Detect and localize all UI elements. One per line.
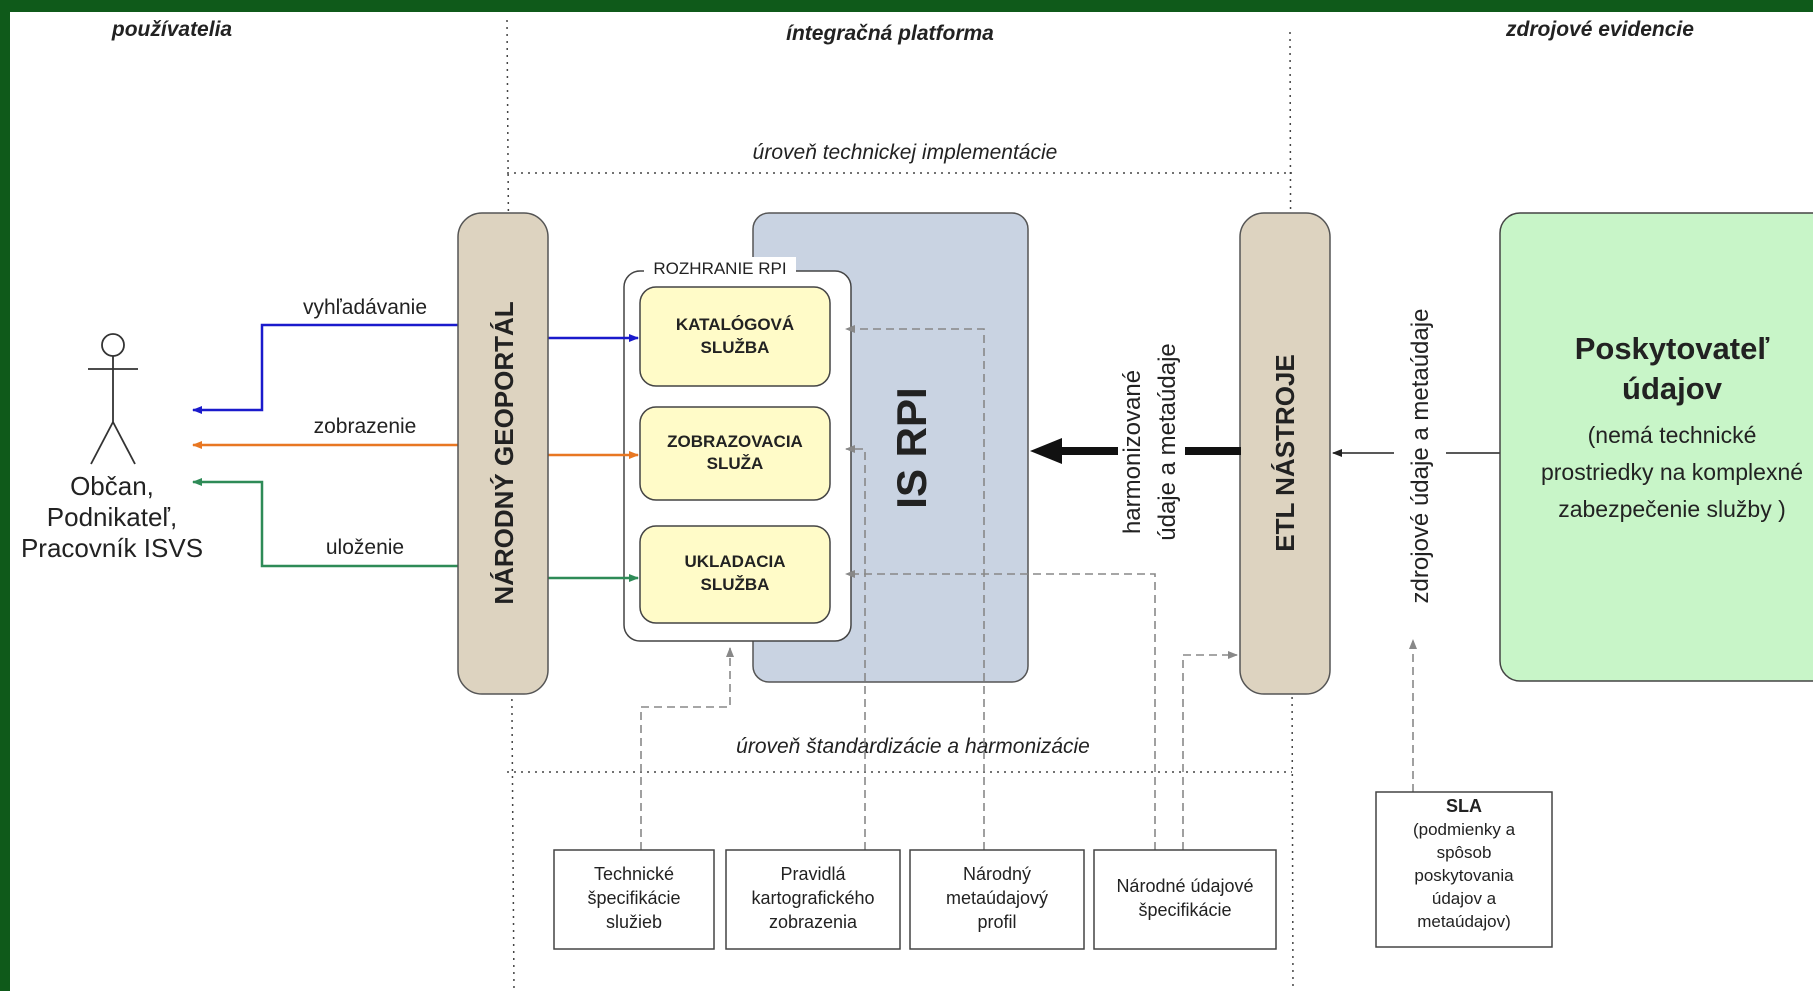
standard-metadata-1: Národný <box>963 864 1031 884</box>
sla-line-5: metaúdajov) <box>1417 912 1511 931</box>
view-service-line2: SLUŽA <box>707 454 764 473</box>
provider-note-3: zabezpečenie služby ) <box>1558 496 1786 522</box>
catalog-service-box <box>639 286 831 387</box>
standard-box-data-spec <box>1093 849 1277 950</box>
harmonized-label-1: harmonizované <box>1119 370 1146 534</box>
source-data-label: zdrojové údaje a metaúdaje <box>1407 309 1434 604</box>
column-separator-right <box>1289 31 1294 991</box>
provider-title-2: údajov <box>1622 371 1723 406</box>
connector-tech-spec <box>640 647 734 850</box>
flow-store-label: uloženie <box>326 536 404 559</box>
view-service-box <box>639 406 831 501</box>
interface-label-bg <box>644 257 796 279</box>
provider-note-2: prostriedky na komplexné <box>1541 459 1803 485</box>
store-service-line1: UKLADACIA <box>684 552 785 571</box>
provider-box <box>1499 212 1813 682</box>
actor-label-3: Pracovník ISVS <box>21 533 203 563</box>
store-service-line2: SLUŽBA <box>701 575 770 594</box>
standard-data-spec-1: Národné údajové <box>1116 876 1253 896</box>
sla-line-1: (podmienky a <box>1413 820 1516 839</box>
diagram-canvas: používatelia íntegračná platforma zdrojo… <box>10 12 1813 991</box>
sla-line-2: spôsob <box>1437 843 1492 862</box>
connector-data-spec-b <box>1182 651 1238 850</box>
sla-box <box>1375 791 1553 948</box>
level-standard-label: úroveň štandardizácie a harmonizácie <box>736 735 1090 758</box>
harmonized-label-2: údaje a metaúdaje <box>1154 343 1181 540</box>
provider-note-1: (nemá technické <box>1588 422 1757 448</box>
connector-cartography <box>845 445 866 850</box>
standard-tech-spec-1: Technické <box>594 864 674 884</box>
flow-search-label: vyhľadávanie <box>303 296 427 319</box>
column-sources: zdrojové evidencie <box>1505 18 1694 41</box>
sla-line-3: poskytovania <box>1414 866 1514 885</box>
standard-tech-spec-3: služieb <box>606 912 662 932</box>
catalog-service-line2: SLUŽBA <box>701 338 770 357</box>
provider-title-1: Poskytovateľ <box>1575 331 1770 366</box>
standard-box-cartography <box>725 849 901 950</box>
view-service-line1: ZOBRAZOVACIA <box>667 432 803 451</box>
standard-tech-spec-2: špecifikácie <box>587 888 680 908</box>
is-rpi-label: IS RPI <box>888 387 935 508</box>
standard-cartography-3: zobrazenia <box>769 912 858 932</box>
flow-view-label: zobrazenie <box>314 415 417 438</box>
column-users: používatelia <box>111 18 233 41</box>
actor-stick-figure-icon <box>88 333 138 465</box>
actor-label-2: Podnikateľ, <box>47 502 177 532</box>
etl-label: ETL NÁSTROJE <box>1270 354 1300 551</box>
sla-line-4: údajov a <box>1432 889 1497 908</box>
harmonized-arrowhead <box>1030 438 1062 464</box>
connector-metadata-profile <box>845 325 985 850</box>
standard-metadata-2: metaúdajový <box>946 888 1048 908</box>
actor-label-1: Občan, <box>70 471 154 501</box>
standard-cartography-1: Pravidlá <box>780 864 846 884</box>
store-service-box <box>639 525 831 624</box>
standard-box-tech-spec <box>553 849 715 950</box>
standard-data-spec-2: špecifikácie <box>1138 900 1231 920</box>
geoportal-box <box>457 212 549 695</box>
standard-metadata-3: profil <box>977 912 1016 932</box>
geoportal-label: NÁRODNÝ GEOPORTÁL <box>489 301 519 604</box>
column-separator-left <box>506 19 515 991</box>
standard-box-metadata <box>909 849 1085 950</box>
store-arrow <box>192 478 458 568</box>
column-platform: íntegračná platforma <box>786 22 994 45</box>
sla-title: SLA <box>1446 796 1482 816</box>
search-arrow <box>192 323 458 414</box>
architecture-diagram: používatelia íntegračná platforma zdrojo… <box>21 18 1813 991</box>
level-technical-label: úroveň technickej implementácie <box>753 141 1058 164</box>
catalog-service-line1: KATALÓGOVÁ <box>676 315 794 334</box>
interface-label: ROZHRANIE RPI <box>653 259 786 278</box>
standard-cartography-2: kartografického <box>751 888 874 908</box>
connector-data-spec-a <box>845 570 1156 850</box>
